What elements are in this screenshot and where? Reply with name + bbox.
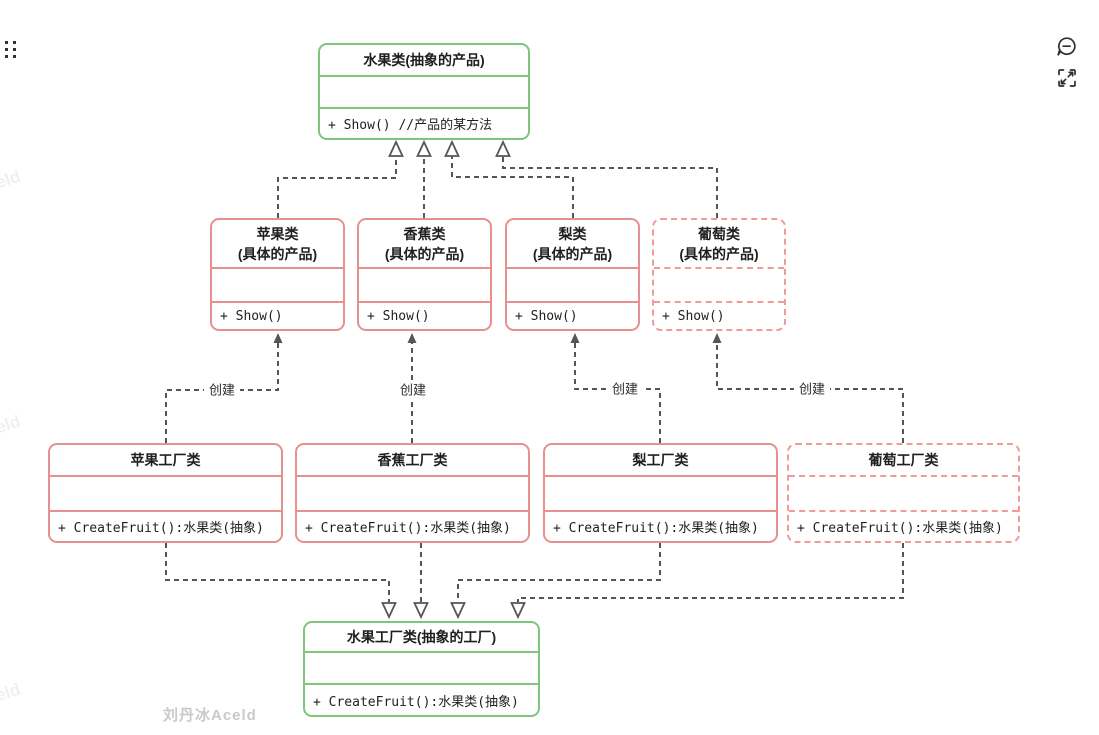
class-method: + Show() (662, 308, 725, 324)
edge-pearfactory-to-abstract (457, 543, 661, 602)
class-title: 苹果类 (256, 225, 299, 242)
class-subtitle: (具体的产品) (237, 245, 318, 262)
class-attributes (297, 475, 528, 512)
class-title: 梨工厂类 (632, 452, 689, 468)
class-attributes (789, 475, 1018, 512)
class-method: + Show() (367, 308, 430, 324)
class-subtitle: (具体的产品) (384, 245, 465, 262)
edge-label-create: 创建 (793, 380, 831, 398)
edge-label-create: 创建 (394, 381, 432, 399)
class-title: 香蕉类 (403, 225, 446, 242)
class-title: 梨类 (558, 225, 587, 242)
class-title: 葡萄工厂类 (868, 452, 939, 468)
class-banana-factory[interactable]: 香蕉工厂类 + CreateFruit():水果类(抽象) (295, 443, 530, 543)
hollow-arrowheads-top (388, 139, 511, 157)
expand-button[interactable] (1057, 68, 1077, 91)
class-method: + Show() //产品的某方法 (328, 118, 493, 133)
class-apple[interactable]: 苹果类 (具体的产品) + Show() (210, 218, 345, 331)
class-attributes (212, 267, 343, 303)
hollow-arrowheads-bottom (381, 602, 526, 620)
edge-apple-to-fruit (277, 157, 397, 218)
edge-grapefactory-to-abstract (517, 543, 904, 602)
create-arrowheads (273, 333, 722, 343)
edge-label-create: 创建 (203, 381, 241, 399)
watermark-author: 刘丹冰Aceld (163, 707, 257, 724)
class-title: 水果类(抽象的产品) (363, 52, 485, 68)
class-attributes (305, 651, 538, 685)
class-title: 水果工厂类(抽象的工厂) (346, 629, 497, 645)
class-title: 香蕉工厂类 (377, 452, 448, 468)
class-grape-factory[interactable]: 葡萄工厂类 + CreateFruit():水果类(抽象) (787, 443, 1020, 543)
drag-handle-icon[interactable] (5, 41, 16, 58)
class-method: + CreateFruit():水果类(抽象) (797, 521, 1003, 536)
class-fruit-abstract[interactable]: 水果类(抽象的产品) + Show() //产品的某方法 (318, 43, 530, 140)
class-method: + CreateFruit():水果类(抽象) (305, 521, 511, 536)
class-method: + CreateFruit():水果类(抽象) (58, 521, 264, 536)
class-attributes (654, 267, 784, 303)
edge-grape-to-fruit (502, 157, 718, 218)
edge-label-create: 创建 (606, 380, 644, 398)
class-attributes (320, 75, 528, 109)
class-title: 苹果工厂类 (130, 452, 201, 468)
edge-pearfactory-create (574, 343, 661, 443)
class-banana[interactable]: 香蕉类 (具体的产品) + Show() (357, 218, 492, 331)
class-abstract-factory[interactable]: 水果工厂类(抽象的工厂) + CreateFruit():水果类(抽象) (303, 621, 540, 717)
class-attributes (545, 475, 776, 512)
class-apple-factory[interactable]: 苹果工厂类 + CreateFruit():水果类(抽象) (48, 443, 283, 543)
class-pear-factory[interactable]: 梨工厂类 + CreateFruit():水果类(抽象) (543, 443, 778, 543)
comment-button[interactable] (1055, 35, 1078, 61)
class-grape[interactable]: 葡萄类 (具体的产品) + Show() (652, 218, 786, 331)
class-method: + Show() (515, 308, 578, 324)
expand-icon (1058, 69, 1076, 87)
class-pear[interactable]: 梨类 (具体的产品) + Show() (505, 218, 640, 331)
class-attributes (359, 267, 490, 303)
class-method: + Show() (220, 308, 283, 324)
class-attributes (507, 267, 638, 303)
class-attributes (50, 475, 281, 512)
class-method: + CreateFruit():水果类(抽象) (313, 694, 519, 710)
class-method: + CreateFruit():水果类(抽象) (553, 521, 759, 536)
comment-icon (1057, 37, 1076, 56)
edge-pear-to-fruit (451, 157, 574, 218)
edge-applefactory-to-abstract (165, 543, 390, 602)
class-subtitle: (具体的产品) (679, 245, 759, 262)
class-subtitle: (具体的产品) (532, 245, 613, 262)
class-title: 葡萄类 (698, 225, 740, 242)
